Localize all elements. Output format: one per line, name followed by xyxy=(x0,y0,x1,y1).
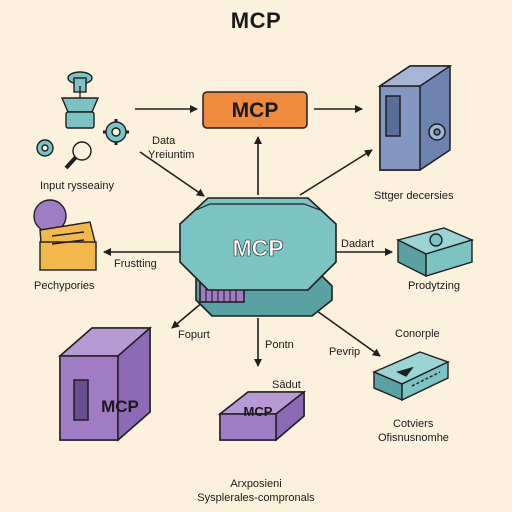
label-dadart: Dadart xyxy=(341,238,375,250)
server-label: MCP xyxy=(101,397,139,416)
input-device-icon xyxy=(60,71,100,129)
label-conorple: Conorple xyxy=(395,328,440,340)
mcp-top-box: MCP xyxy=(202,91,308,129)
mcp-bottom-box xyxy=(217,390,307,442)
peripheries-icon xyxy=(33,199,97,271)
label-pontn: Pontn xyxy=(265,339,294,351)
gear-icon xyxy=(103,119,129,145)
label-ofisnusnomhe: Ofisnusnomhe xyxy=(378,432,449,444)
label-producing: Prodytzing xyxy=(408,280,460,292)
label-data: Data xyxy=(152,135,176,147)
gear-small-icon xyxy=(36,139,54,157)
label-bottom-1: Arxposieni xyxy=(230,478,282,490)
mcp-server-stack xyxy=(58,326,152,442)
label-frusting: Frustting xyxy=(114,258,157,270)
svg-text:MCP: MCP xyxy=(232,99,279,122)
producing-box-icon xyxy=(396,227,475,278)
label-bottom-2: Sysplerales-compronals xyxy=(197,492,315,504)
label-fopurt: Fopurt xyxy=(178,329,210,341)
bottom-box-label: MCP xyxy=(244,404,273,419)
storage-server-icon xyxy=(377,65,453,171)
magnifier-icon xyxy=(64,141,92,170)
label-storage: Sttger decersies xyxy=(374,190,454,202)
central-hub xyxy=(179,197,337,317)
label-input: Input ryssеainy xyxy=(40,180,114,192)
hub-label: MCP xyxy=(232,235,283,261)
label-peripheries: Pechypories xyxy=(34,280,95,292)
label-pevrip: Pevrip xyxy=(329,346,361,358)
arrow-hub-to-network xyxy=(309,305,381,357)
label-data-stream: Yreiuntim xyxy=(148,149,195,161)
label-sadut: Sādut xyxy=(272,379,301,391)
arrow-input-to-hub xyxy=(139,151,205,197)
network-device-icon xyxy=(372,351,450,402)
diagram-title: MCP xyxy=(230,8,282,33)
arrow-hub-to-storage xyxy=(299,149,373,196)
label-cotviers: Cotviers xyxy=(393,418,434,430)
